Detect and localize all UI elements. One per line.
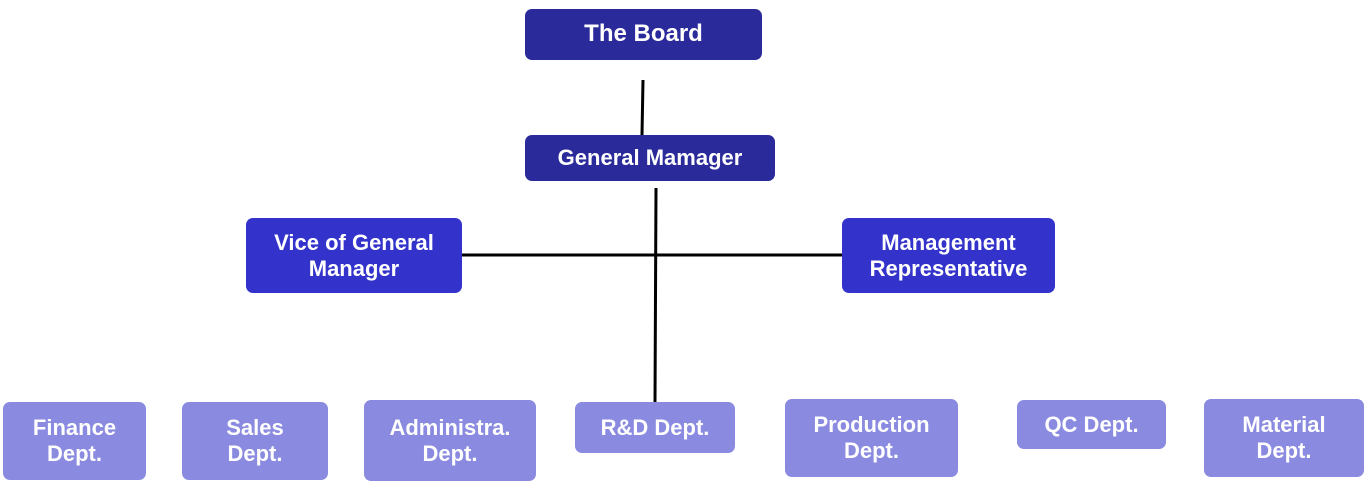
node-general-manager: General Mamager [525, 135, 775, 181]
node-the-board: The Board [525, 9, 762, 60]
node-finance-dept: Finance Dept. [3, 402, 146, 480]
node-material-dept: Material Dept. [1204, 399, 1364, 477]
node-production-dept: Production Dept. [785, 399, 958, 477]
connector-board-to-gm [640, 79, 645, 136]
node-vice-general-manager: Vice of General Manager [246, 218, 462, 293]
node-administration-dept: Administra. Dept. [364, 400, 536, 481]
node-sales-dept: Sales Dept. [182, 402, 328, 480]
node-qc-dept: QC Dept. [1017, 400, 1166, 449]
connector-gm-to-rd [653, 187, 658, 403]
node-management-representative: Management Representative [842, 218, 1055, 293]
node-rd-dept: R&D Dept. [575, 402, 735, 453]
